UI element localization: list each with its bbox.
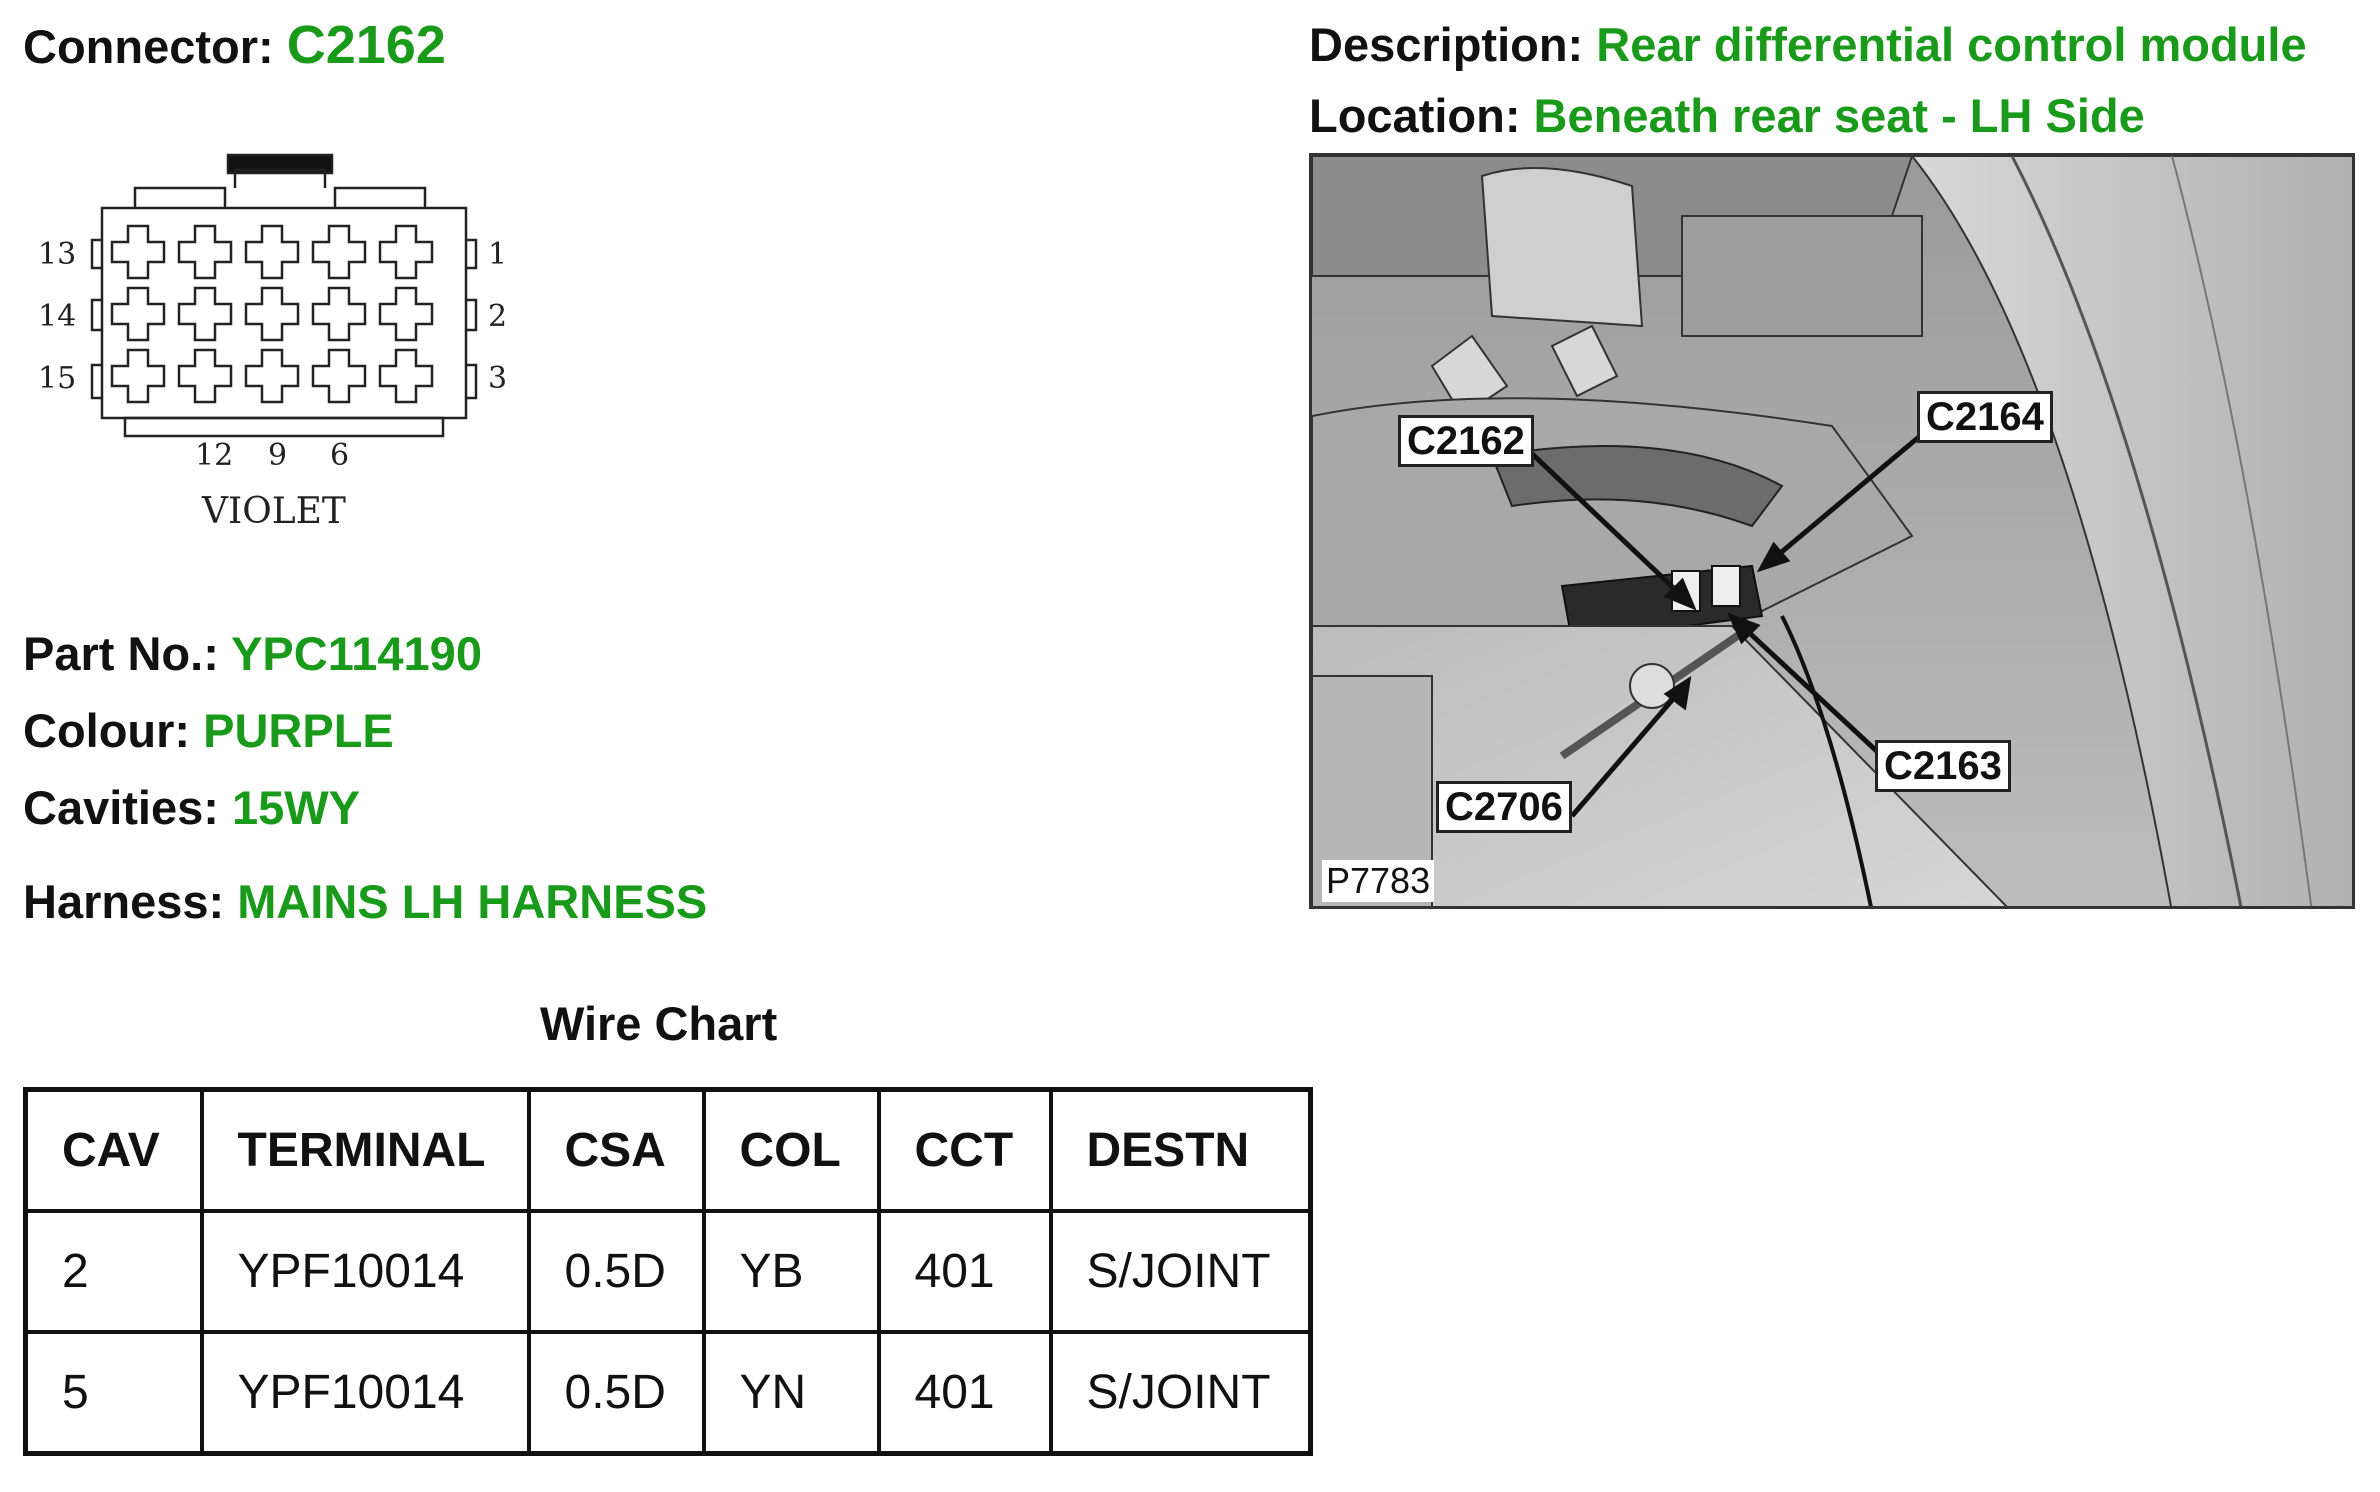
- cell-col: YB: [701, 1209, 881, 1334]
- cell-destn: S/JOINT: [1048, 1209, 1313, 1334]
- cell-col: YN: [701, 1330, 881, 1456]
- cell-terminal: YPF10014: [199, 1330, 531, 1456]
- header-col: COL: [701, 1087, 881, 1213]
- description-value: Rear differential control module: [1596, 18, 2307, 71]
- callout-c2162: C2162: [1398, 415, 1534, 467]
- cell-cav: 2: [23, 1209, 204, 1334]
- cavity-outline: [110, 286, 166, 342]
- colour-value: PURPLE: [203, 704, 394, 757]
- pin-label-6: 6: [330, 438, 349, 473]
- header-csa: CSA: [526, 1087, 706, 1213]
- header-cav: CAV: [23, 1087, 204, 1213]
- figure-reference: P7783: [1322, 860, 1435, 902]
- location-photo: C2162 C2164 C2163 C2706 P7783: [1309, 153, 2355, 909]
- wire-chart-title: Wire Chart: [540, 997, 778, 1050]
- pin-label-3: 3: [488, 361, 507, 396]
- cavities-field: Cavities: 15WY: [23, 784, 360, 831]
- cell-cct: 401: [876, 1330, 1053, 1456]
- cavity-outline: [177, 348, 233, 404]
- callout-c2163: C2163: [1875, 740, 2011, 792]
- cavity-outline: [244, 348, 300, 404]
- harness-value: MAINS LH HARNESS: [237, 875, 708, 928]
- header-terminal: TERMINAL: [199, 1087, 531, 1213]
- table-row: 2 YPF10014 0.5D YB 401 S/JOINT: [23, 1209, 1313, 1334]
- cavity-outline: [110, 348, 166, 404]
- wire-chart-table: CAV TERMINAL CSA COL CCT DESTN 2 YPF1001…: [23, 1087, 1313, 1456]
- description-label: Description:: [1309, 18, 1584, 71]
- cavity-outline: [177, 224, 233, 280]
- connector-label: Connector:: [23, 20, 274, 73]
- pin-label-1: 1: [488, 237, 507, 272]
- cell-cct: 401: [876, 1209, 1053, 1334]
- colour-field: Colour: PURPLE: [23, 707, 394, 754]
- pin-label-9: 9: [268, 438, 287, 473]
- cavity-outline: [311, 224, 367, 280]
- part-no-value: YPC114190: [231, 627, 482, 680]
- part-no-label: Part No.:: [23, 627, 219, 680]
- header-destn: DESTN: [1048, 1087, 1313, 1213]
- cavity-outline: [378, 224, 434, 280]
- pin-label-2: 2: [488, 299, 507, 334]
- location-value: Beneath rear seat - LH Side: [1533, 89, 2145, 142]
- part-no-field: Part No.: YPC114190: [23, 630, 482, 677]
- description-field: Description: Rear differential control m…: [1309, 21, 2307, 68]
- pin-label-12: 12: [195, 438, 233, 473]
- connector-field: Connector: C2162: [23, 18, 446, 72]
- cavity-outline: [244, 224, 300, 280]
- cavity-outline: [378, 286, 434, 342]
- cell-terminal: YPF10014: [199, 1209, 531, 1334]
- pin-label-15: 15: [38, 361, 76, 396]
- cell-csa: 0.5D: [526, 1209, 706, 1334]
- connector-value: C2162: [286, 15, 446, 75]
- cavity-outline: [177, 286, 233, 342]
- callout-c2164: C2164: [1917, 391, 2053, 443]
- table-header-row: CAV TERMINAL CSA COL CCT DESTN: [23, 1087, 1313, 1213]
- cell-csa: 0.5D: [526, 1330, 706, 1456]
- cavity-outline: [311, 348, 367, 404]
- cavities-value: 15WY: [231, 781, 360, 834]
- location-label: Location:: [1309, 89, 1521, 142]
- harness-label: Harness:: [23, 875, 225, 928]
- cell-cav: 5: [23, 1330, 204, 1456]
- pin-label-14: 14: [38, 299, 76, 334]
- cavity-outline: [110, 224, 166, 280]
- cavity-outline: [244, 286, 300, 342]
- cavities-label: Cavities:: [23, 781, 219, 834]
- callout-c2706: C2706: [1436, 781, 1572, 833]
- harness-field: Harness: MAINS LH HARNESS: [23, 878, 707, 925]
- cavity-outline: [311, 286, 367, 342]
- cavity-outline: [378, 348, 434, 404]
- connector-face-diagram: 13 14 15 1 2 3 12 9 6 VIOLET: [38, 153, 507, 532]
- location-field: Location: Beneath rear seat - LH Side: [1309, 92, 2145, 139]
- cell-destn: S/JOINT: [1048, 1330, 1313, 1456]
- header-cct: CCT: [876, 1087, 1053, 1213]
- colour-label: Colour:: [23, 704, 191, 757]
- pin-label-13: 13: [38, 237, 76, 272]
- table-row: 5 YPF10014 0.5D YN 401 S/JOINT: [23, 1330, 1313, 1456]
- color-label: VIOLET: [201, 491, 346, 532]
